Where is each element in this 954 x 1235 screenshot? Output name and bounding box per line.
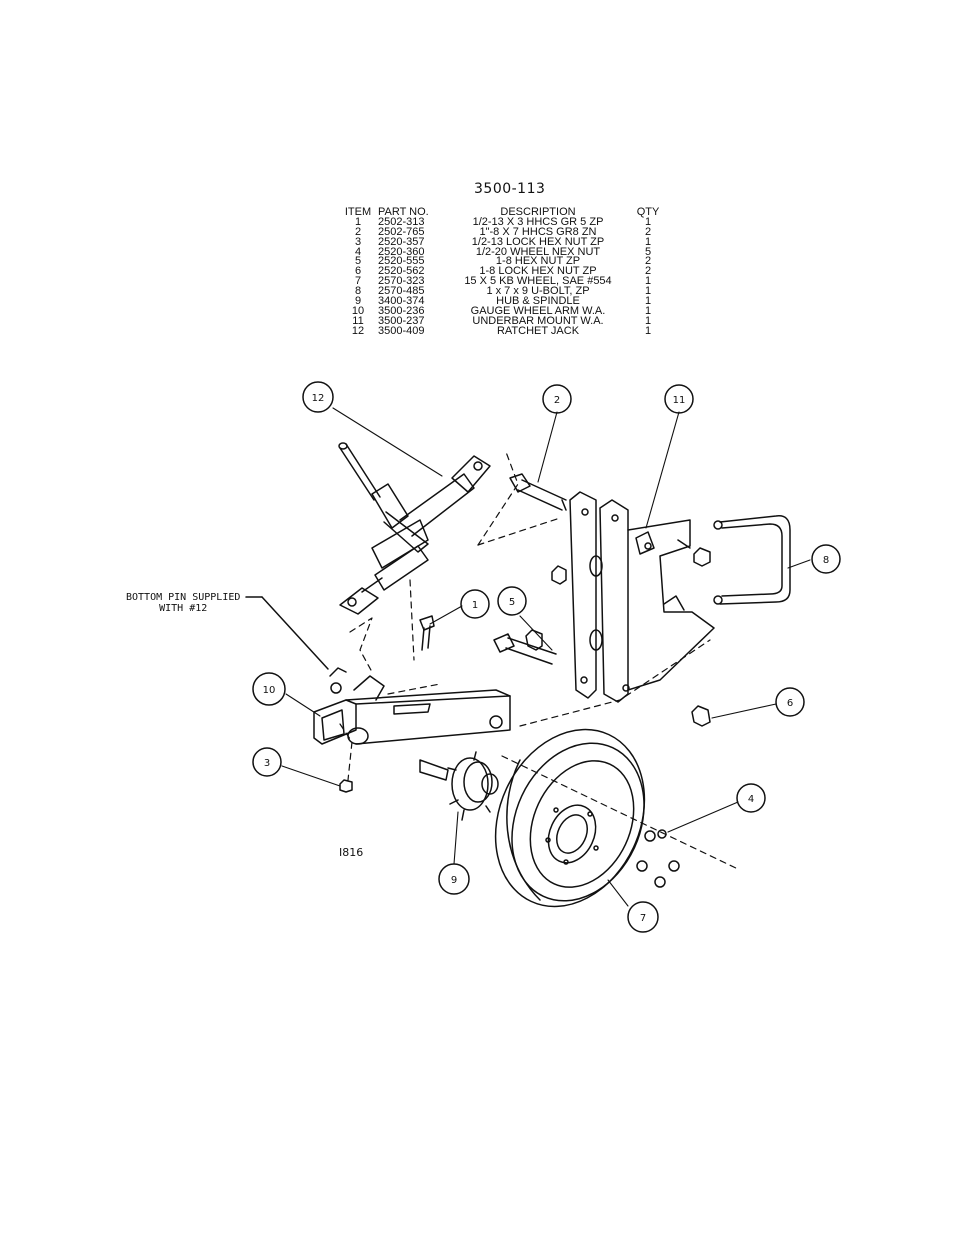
bolt-lower-part (493, 633, 557, 665)
callout-6: 6 (775, 687, 805, 717)
row-qty: 1 (644, 314, 652, 327)
bottom-pin-note: BOTTOM PIN SUPPLIED WITH #12 (126, 592, 240, 614)
row-qty: 5 (644, 245, 652, 258)
row-item: 12 (351, 324, 365, 337)
row-description: UNDERBAR MOUNT W.A. (472, 314, 604, 327)
row-description: RATCHET JACK (496, 324, 580, 337)
callout-9: 9 (438, 863, 470, 895)
row-item: 11 (352, 314, 364, 327)
row-qty: 1 (644, 215, 652, 228)
callout-leaders (281, 407, 811, 907)
figure-code: I816 (339, 846, 364, 859)
row-qty: 1 (644, 285, 652, 298)
row-description: HUB & SPINDLE (496, 295, 580, 308)
row-part-no: 2520-555 (378, 255, 425, 268)
callout-1-label: 1 (472, 600, 478, 611)
callout-balloons: 12 2 11 8 1 5 10 6 3 4 9 7 (252, 381, 841, 933)
callout-10: 10 (252, 672, 286, 706)
header-part-no: PART NO. (378, 206, 429, 218)
callout-2-label: 2 (554, 395, 560, 406)
callout-7: 7 (627, 901, 659, 933)
callout-11-label: 11 (673, 395, 686, 406)
note-line-2: WITH #12 (159, 603, 208, 614)
row-qty: 1 (644, 275, 652, 288)
row-item: 3 (354, 235, 362, 248)
row-qty: 2 (644, 265, 652, 278)
row-description: 1"-8 X 7 HHCS GR8 ZN (479, 225, 597, 238)
callout-3: 3 (252, 747, 282, 777)
hex-nuts (525, 565, 711, 727)
note-line-1: BOTTOM PIN SUPPLIED (126, 592, 241, 603)
header-item: ITEM (344, 206, 372, 218)
row-qty: 1 (644, 304, 652, 317)
callout-3-label: 3 (264, 758, 270, 769)
row-description: 15 X 5 KB WHEEL, SAE #554 (464, 275, 612, 288)
row-part-no: 2570-323 (378, 275, 425, 288)
row-qty: 2 (644, 225, 652, 238)
underbar-mount-part (569, 491, 715, 703)
callout-12-label: 12 (312, 393, 325, 404)
row-item: 7 (354, 275, 362, 288)
row-item: 8 (354, 285, 362, 298)
callout-8-label: 8 (823, 555, 829, 566)
row-item: 9 (354, 295, 362, 308)
callout-2: 2 (542, 384, 572, 414)
callout-1: 1 (460, 589, 490, 619)
row-part-no: 2502-765 (378, 225, 425, 238)
wheel-part (494, 728, 646, 908)
callout-10-label: 10 (263, 685, 276, 696)
row-part-no: 3500-409 (378, 324, 425, 337)
row-description: 1-8 LOCK HEX NUT ZP (479, 265, 597, 278)
nut-3-part (339, 779, 353, 793)
drawing-number: 3500-113 (474, 181, 546, 197)
ratchet-jack-part (338, 442, 491, 615)
row-item: 2 (354, 225, 362, 238)
row-qty: 2 (644, 255, 652, 268)
row-description: 1/2-20 WHEEL NEX NUT (475, 245, 601, 258)
row-description: 1/2-13 LOCK HEX NUT ZP (471, 235, 605, 248)
callout-8: 8 (811, 544, 841, 574)
note-leader (245, 596, 329, 670)
header-qty: QTY (636, 206, 660, 218)
row-part-no: 2520-357 (378, 235, 425, 248)
row-item: 5 (354, 255, 362, 268)
callout-11: 11 (664, 384, 694, 414)
bolt-1-part (419, 615, 435, 651)
row-part-no: 2570-485 (378, 285, 425, 298)
row-qty: 1 (644, 295, 652, 308)
wheel-nuts (636, 829, 680, 888)
u-bolt-part (677, 515, 791, 605)
row-part-no: 2520-562 (378, 265, 425, 278)
row-item: 4 (354, 245, 362, 258)
callout-4: 4 (736, 783, 766, 813)
row-item: 6 (354, 265, 362, 278)
row-part-no: 2520-360 (378, 245, 425, 258)
gauge-wheel-arm-part (313, 667, 511, 745)
row-description: GAUGE WHEEL ARM W.A. (470, 304, 606, 317)
callout-5: 5 (497, 586, 527, 616)
callout-5-label: 5 (509, 597, 515, 608)
callout-4-label: 4 (748, 794, 754, 805)
row-part-no: 3400-374 (378, 295, 425, 308)
bolt-2-part (509, 473, 567, 511)
header-description: DESCRIPTION (500, 206, 576, 218)
row-item: 10 (351, 304, 365, 317)
row-item: 1 (354, 215, 362, 228)
row-part-no: 2502-313 (378, 215, 425, 228)
row-part-no: 3500-236 (378, 304, 425, 317)
hub-spindle-part (419, 751, 499, 821)
row-qty: 1 (644, 324, 652, 337)
row-part-no: 3500-237 (378, 314, 425, 327)
row-description: 1/2-13 X 3 HHCS GR 5 ZP (472, 215, 604, 228)
row-description: 1 x 7 x 9 U-BOLT, ZP (486, 285, 590, 298)
row-description: 1-8 HEX NUT ZP (495, 255, 581, 268)
callout-9-label: 9 (451, 875, 457, 886)
row-qty: 1 (644, 235, 652, 248)
callout-7-label: 7 (640, 913, 646, 924)
callout-12: 12 (302, 381, 334, 413)
callout-6-label: 6 (787, 698, 793, 709)
